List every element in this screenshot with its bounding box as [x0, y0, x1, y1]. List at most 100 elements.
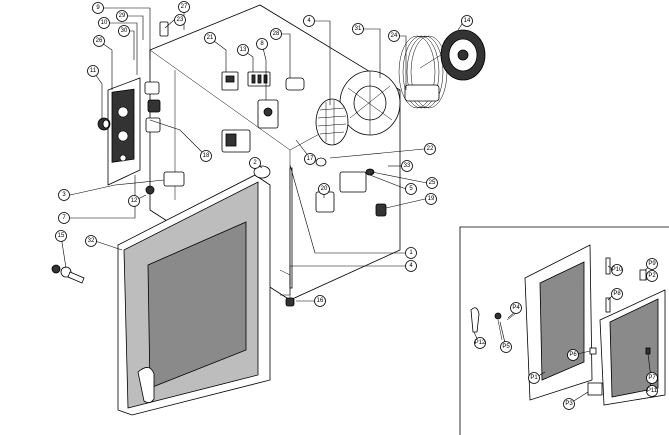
- svg-text:13: 13: [240, 47, 247, 53]
- svg-text:20: 20: [321, 186, 328, 192]
- callout-badge: 28: [270, 28, 282, 40]
- svg-text:3: 3: [62, 192, 66, 198]
- callout-badge: P7: [646, 372, 658, 384]
- callout-badge: 9: [92, 2, 104, 14]
- callout-badge: 32: [85, 235, 97, 247]
- callout-badge: 3: [58, 189, 70, 201]
- callout-badge: 4: [405, 260, 417, 272]
- svg-text:P12: P12: [475, 340, 486, 346]
- svg-text:24: 24: [391, 33, 398, 39]
- callout-badge: 1: [405, 247, 417, 259]
- callout-badge: 13: [237, 44, 249, 56]
- svg-text:P1: P1: [530, 375, 538, 381]
- svg-text:1: 1: [409, 250, 413, 256]
- callout-badge: 27: [178, 1, 190, 13]
- control-panel: [107, 77, 141, 186]
- svg-text:8: 8: [260, 41, 264, 47]
- callout-badge: 11: [87, 65, 99, 77]
- svg-text:14: 14: [464, 18, 471, 24]
- svg-text:2: 2: [253, 160, 257, 166]
- hinge-pin: [51, 264, 85, 284]
- svg-text:9: 9: [96, 5, 100, 11]
- callout-badge: P2: [646, 270, 658, 282]
- callout-badge: P1: [528, 372, 540, 384]
- main-callouts: 9 29 23 27 10 30 26 11 21 13 8 28 4 31 2…: [55, 1, 473, 307]
- svg-text:P9: P9: [648, 261, 656, 267]
- callout-badge: 31: [352, 23, 364, 35]
- svg-text:5: 5: [409, 186, 413, 192]
- svg-text:7: 7: [62, 215, 66, 221]
- callout-badge: P10: [611, 264, 623, 276]
- callout-badge: 18: [200, 150, 212, 162]
- svg-text:P3: P3: [565, 401, 573, 407]
- callout-badge: P4: [510, 302, 522, 314]
- callout-badge: 26: [93, 35, 105, 47]
- callout-badge: 17: [304, 153, 316, 165]
- callout-badge: 30: [118, 25, 130, 37]
- svg-text:26: 26: [96, 38, 103, 44]
- svg-text:28: 28: [273, 31, 280, 37]
- callout-badge: P6: [567, 349, 579, 361]
- svg-text:23: 23: [177, 17, 184, 23]
- callout-badge: 23: [174, 14, 186, 26]
- callout-badge: 33: [401, 160, 413, 172]
- callout-badge: 20: [318, 183, 330, 195]
- svg-text:P7: P7: [648, 375, 656, 381]
- callout-badge: 5: [405, 183, 417, 195]
- svg-text:27: 27: [181, 4, 188, 10]
- svg-text:P8: P8: [613, 291, 621, 297]
- callout-badge: 24: [388, 30, 400, 42]
- callout-badge: P5: [500, 341, 512, 353]
- callout-badge: 21: [204, 32, 216, 44]
- svg-text:P5: P5: [502, 344, 510, 350]
- callout-badge: P9: [646, 258, 658, 270]
- callout-badge: 4: [303, 15, 315, 27]
- callout-badge: 16: [314, 295, 326, 307]
- svg-text:33: 33: [404, 163, 411, 169]
- svg-text:31: 31: [355, 26, 362, 32]
- inset-callouts: P4 P10 P9 P2 P12 P3 P8 P1 P5 P6 P7 P11: [473, 258, 658, 410]
- callout-badge: 19: [425, 193, 437, 205]
- fan-motor: [419, 29, 486, 81]
- callout-badge: 29: [116, 10, 128, 22]
- svg-text:11: 11: [90, 68, 97, 74]
- callout-badge: 2: [249, 157, 261, 169]
- svg-text:P2: P2: [648, 273, 656, 279]
- svg-text:4: 4: [409, 263, 413, 269]
- svg-text:15: 15: [58, 233, 65, 239]
- callout-badge: 12: [128, 195, 140, 207]
- heating-element: [398, 35, 448, 109]
- internal-components: [144, 21, 387, 307]
- svg-text:16: 16: [317, 298, 324, 304]
- svg-text:P10: P10: [612, 267, 623, 273]
- callout-badge: 10: [98, 17, 110, 29]
- svg-text:30: 30: [121, 28, 128, 34]
- callout-badge: P8: [611, 288, 623, 300]
- callout-badge: 7: [58, 212, 70, 224]
- svg-text:10: 10: [101, 20, 108, 26]
- callout-badge: P12: [474, 337, 486, 349]
- svg-text:21: 21: [207, 35, 214, 41]
- svg-text:P11: P11: [647, 388, 658, 394]
- callout-badge: P11: [646, 385, 658, 397]
- svg-text:22: 22: [427, 146, 434, 152]
- svg-text:4: 4: [307, 18, 311, 24]
- svg-text:25: 25: [429, 180, 436, 186]
- callout-badge: 8: [256, 38, 268, 50]
- fan-guard: [315, 98, 349, 146]
- svg-text:19: 19: [428, 196, 435, 202]
- svg-text:P4: P4: [512, 305, 520, 311]
- oven-door: [117, 174, 271, 416]
- callout-badge: 22: [424, 143, 436, 155]
- svg-text:P6: P6: [569, 352, 577, 358]
- svg-text:12: 12: [131, 198, 138, 204]
- svg-text:32: 32: [88, 238, 95, 244]
- callout-badge: 25: [426, 177, 438, 189]
- knob: [97, 117, 111, 131]
- svg-text:18: 18: [203, 153, 210, 159]
- fan-wheel: [339, 70, 401, 136]
- callout-badge: 14: [461, 15, 473, 27]
- callout-badge: 15: [55, 230, 67, 242]
- svg-text:29: 29: [119, 13, 126, 19]
